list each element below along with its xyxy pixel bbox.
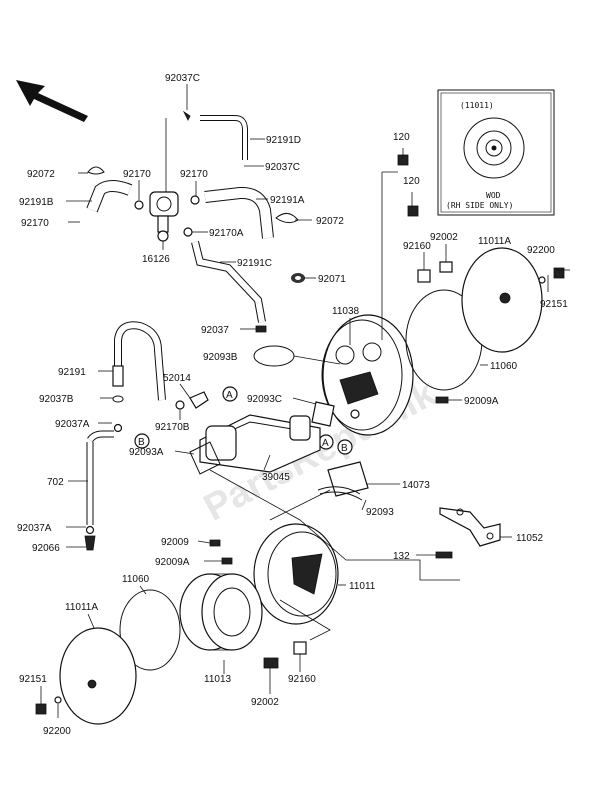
nut-92151-top	[553, 267, 565, 279]
leader-lines	[40, 84, 570, 718]
inset-box: (11011) WOD (RH SIDE ONLY)	[437, 89, 555, 216]
inset-part-number: (11011)	[460, 101, 494, 110]
label-92002-bottom: 92002	[251, 697, 279, 708]
front-direction-arrow-icon	[16, 80, 88, 122]
label-92151-bottom: 92151	[19, 674, 47, 685]
label-92151-top: 92151	[540, 299, 568, 310]
label-92037c-mid: 92037C	[265, 162, 300, 173]
label-16126: 16126	[142, 254, 170, 265]
washer-92200-top	[538, 276, 546, 284]
gasket-92093c	[311, 401, 335, 427]
callout-b-lower: B	[337, 439, 353, 455]
label-11038: 11038	[332, 306, 360, 317]
label-92200-bottom: 92200	[43, 726, 71, 737]
inset-rh-side-text: (RH SIDE ONLY)	[446, 201, 513, 210]
label-92002-top: 92002	[430, 232, 458, 243]
label-92191d: 92191D	[266, 135, 301, 146]
label-92093b: 92093B	[203, 352, 238, 363]
bolt-92002-bottom	[263, 657, 279, 669]
label-14073: 14073	[402, 480, 430, 491]
label-11060-bottom: 11060	[122, 574, 150, 585]
callout-b-upper: B	[134, 433, 150, 449]
air-cleaner-base-left	[253, 523, 339, 625]
label-11011a-top: 11011A	[478, 236, 511, 247]
nut-92151-bottom	[35, 703, 47, 715]
label-92170-left: 92170	[21, 218, 49, 229]
label-11060-top: 11060	[490, 361, 518, 372]
bolt-92009	[209, 539, 221, 547]
duct-39045	[199, 414, 321, 473]
label-92072-left: 92072	[27, 169, 55, 180]
callout-a-lower-text: A	[322, 438, 329, 449]
label-11052: 11052	[516, 533, 544, 544]
part-labels: 92037C 92191D 92037C 92072 92170 92170 9…	[17, 73, 568, 737]
label-92191b: 92191B	[19, 197, 54, 208]
label-52014: 52014	[163, 373, 191, 384]
grommet-92160-top	[417, 269, 431, 283]
label-92191: 92191	[58, 367, 86, 378]
label-702: 702	[47, 477, 64, 488]
label-92191a: 92191A	[270, 195, 305, 206]
cover-11011a-bottom	[59, 627, 137, 725]
label-92037c-top: 92037C	[165, 73, 200, 84]
bracket-11052	[435, 507, 501, 559]
label-92170-b: 92170	[180, 169, 208, 180]
label-92009: 92009	[161, 537, 189, 548]
air-cleaner-base-right	[321, 314, 414, 436]
label-92093a: 92093A	[129, 447, 164, 458]
label-92037a-top: 92037A	[55, 419, 90, 430]
gasket-92093b	[253, 345, 295, 367]
label-11013: 11013	[204, 674, 232, 685]
filter-element-11013	[179, 573, 263, 651]
label-92037b: 92037B	[39, 394, 74, 405]
label-92066: 92066	[32, 543, 60, 554]
label-92160-bottom: 92160	[288, 674, 316, 685]
bolt-92009a-bottom	[221, 557, 233, 565]
label-11011a-bottom: 11011A	[65, 602, 98, 613]
label-92009a-top: 92009A	[464, 396, 499, 407]
callout-a-upper-text: A	[226, 390, 233, 401]
label-120-mid: 120	[403, 176, 420, 187]
label-92191c: 92191C	[237, 258, 272, 269]
callout-a-lower: A	[318, 434, 334, 450]
label-92170-a: 92170	[123, 169, 151, 180]
label-120-top: 120	[393, 132, 410, 143]
callout-a-upper: A	[222, 386, 238, 402]
label-92170a: 92170A	[209, 228, 244, 239]
upper-hose-assembly	[86, 110, 305, 333]
label-92072-right: 92072	[316, 216, 344, 227]
bolt-92009a-top	[435, 396, 449, 404]
label-92170b: 92170B	[155, 422, 190, 433]
label-92200-top: 92200	[527, 245, 555, 256]
callout-b-upper-text: B	[138, 437, 145, 448]
breather-hose-assembly	[84, 321, 209, 551]
washer-92200-bottom	[54, 696, 62, 704]
callout-b-lower-text: B	[341, 443, 348, 454]
label-11011: 11011	[349, 581, 376, 592]
label-92093: 92093	[366, 507, 394, 518]
label-92009a-bottom: 92009A	[155, 557, 190, 568]
label-92160-top: 92160	[403, 241, 431, 252]
bolt-120-mid	[407, 205, 419, 217]
inset-wod-text: WOD	[486, 191, 501, 200]
label-132: 132	[393, 551, 410, 562]
label-92037: 92037	[201, 325, 229, 336]
o-ring-bottom	[119, 589, 181, 671]
label-92037a-bottom: 92037A	[17, 523, 52, 534]
cover-11011a-top	[461, 247, 543, 353]
label-39045: 39045	[262, 472, 290, 483]
label-92093c: 92093C	[247, 394, 282, 405]
bolt-92002-top	[439, 261, 453, 273]
label-92071: 92071	[318, 274, 346, 285]
grommet-92160-bottom	[293, 641, 307, 655]
gasket-92093a	[189, 441, 221, 475]
